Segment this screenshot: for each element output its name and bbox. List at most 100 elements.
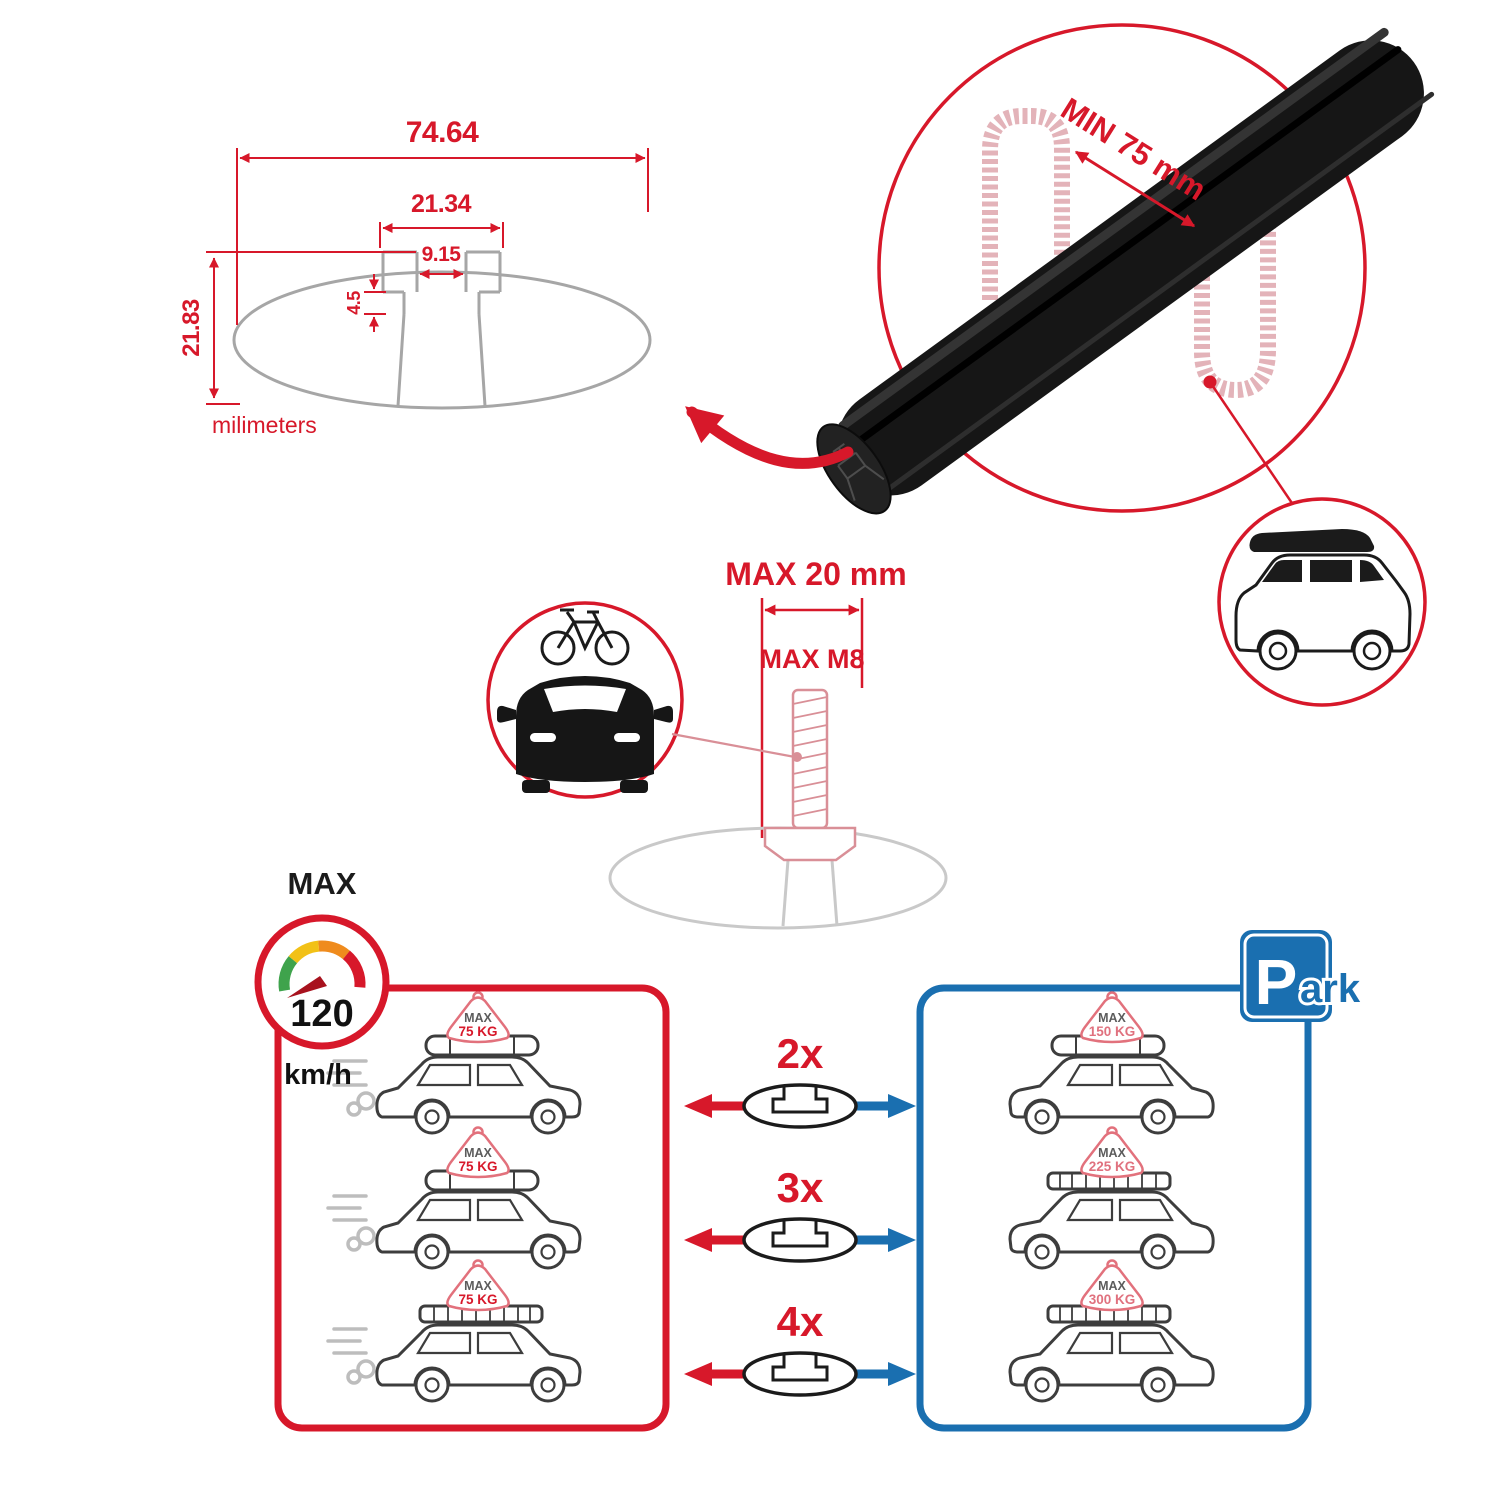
bolt-leader-dot <box>792 752 802 762</box>
t-bolt-head <box>763 826 857 862</box>
bar-count-label: 2x <box>777 1030 824 1077</box>
load-tag: MAX 150 KG <box>1080 991 1144 1044</box>
units-label: milimeters <box>212 412 317 438</box>
load-tag-value: 75 KG <box>458 1159 497 1174</box>
gauge-speed-value: 120 <box>290 993 353 1035</box>
red-arrow-head <box>684 1228 712 1252</box>
max-thread-label: MAX M8 <box>759 644 864 674</box>
gauge-arc-green <box>278 956 298 992</box>
zoom-pointer-arrow <box>685 406 854 469</box>
blue-arrow-head <box>888 1362 916 1386</box>
bicycle-icon <box>540 608 630 666</box>
load-tag: MAX 75 KG <box>446 1126 510 1179</box>
load-tag-value: 75 KG <box>458 1024 497 1039</box>
load-tag-label: MAX <box>1098 1011 1126 1025</box>
driving-car-row: MAX 75 KG <box>326 1259 582 1403</box>
load-tag-label: MAX <box>1098 1146 1126 1160</box>
load-tag-label: MAX <box>464 1279 492 1293</box>
driving-car-row: MAX 75 KG <box>326 991 582 1135</box>
bolt-dimension-lines <box>760 598 864 838</box>
crossbar-bar <box>816 27 1435 515</box>
car-wheel-right <box>620 780 648 793</box>
ghost-profile-stem <box>781 859 839 927</box>
load-tag: MAX 300 KG <box>1080 1259 1144 1312</box>
load-tag-value: 300 KG <box>1089 1292 1136 1307</box>
gauge-arc-red <box>342 950 366 988</box>
parking-sign-square <box>1240 930 1332 1022</box>
bar-count-row-4x: 4x <box>684 1298 916 1397</box>
parking-sign-letter: P <box>1255 946 1298 1018</box>
driving-car-row: MAX 75 KG <box>326 1126 582 1270</box>
parking-sign-suffix: ark <box>1300 967 1361 1011</box>
bar-end-cap <box>816 423 892 515</box>
gauge-arc-yellow <box>288 940 320 964</box>
load-tag-label: MAX <box>464 1011 492 1025</box>
bar-count-label: 3x <box>777 1164 824 1211</box>
bolt-leader-line <box>671 732 796 759</box>
u-bolt-left <box>982 108 1070 300</box>
clamp-u-bolts <box>982 108 1276 399</box>
gauge-speed-units: km/h <box>284 1059 352 1091</box>
parking-car-row: MAX 150 KG <box>1008 991 1215 1135</box>
dim-slot-outer-width: 21.34 <box>411 190 472 218</box>
dim-slot-depth: 4.5 <box>344 291 364 315</box>
dim-total-height: 21.83 <box>178 299 205 357</box>
bar-count-label: 4x <box>777 1298 824 1345</box>
bar-body <box>837 40 1424 496</box>
suv-roof-box <box>1249 529 1375 552</box>
bicycle-wheel-left <box>540 630 576 666</box>
gauge-max-label: MAX <box>288 866 357 901</box>
detail-leader-line <box>1208 381 1300 513</box>
suv-illustration <box>1234 529 1412 671</box>
car-windshield <box>544 685 626 712</box>
load-tag-value: 150 KG <box>1089 1024 1136 1039</box>
min-span-arrow <box>1074 150 1196 228</box>
blue-arrow-head <box>888 1228 916 1252</box>
bar-count-row-3x: 3x <box>684 1164 916 1263</box>
load-tag-label: MAX <box>464 1146 492 1160</box>
suv-wheel-rear-hub <box>1362 641 1382 661</box>
red-arrow-head <box>684 1094 712 1118</box>
dim-total-width: 74.64 <box>406 116 479 149</box>
t-bolt-threads <box>792 696 828 817</box>
gauge-needle <box>287 976 327 998</box>
max-width-label: MAX 20 mm <box>725 556 906 592</box>
dim-slot-inner-width: 9.15 <box>422 243 462 266</box>
bar-lower-edge <box>883 91 1435 494</box>
suv-windows <box>1262 560 1384 582</box>
suv-wheel-front-hub <box>1268 641 1288 661</box>
crossbar-section-icon <box>742 1217 858 1263</box>
bar-count-row-2x: 2x <box>684 1030 916 1129</box>
car-front-illustration <box>497 676 673 793</box>
parking-car-row: MAX 300 KG <box>1008 1259 1215 1403</box>
blue-arrow-head <box>888 1094 916 1118</box>
red-arrow-head <box>684 1362 712 1386</box>
parking-sign-border <box>1243 933 1329 1019</box>
parking-sign: P ark <box>1240 930 1364 1022</box>
car-headlight-left <box>530 733 556 742</box>
bicycle-wheel-right <box>594 630 630 666</box>
load-tag: MAX 75 KG <box>446 1259 510 1312</box>
car-headlight-right <box>614 733 640 742</box>
gauge-arc <box>278 940 366 992</box>
bar-slot-groove <box>846 46 1402 452</box>
load-tag-label: MAX <box>1098 1279 1126 1293</box>
gauge-arc-orange <box>318 940 350 960</box>
load-tag-value: 225 KG <box>1089 1159 1136 1174</box>
load-tag: MAX 225 KG <box>1080 1126 1144 1179</box>
dimension-lines <box>206 148 649 405</box>
parking-car-row: MAX 225 KG <box>1008 1126 1215 1270</box>
car-wheel-left <box>522 780 550 793</box>
bar-highlight <box>838 27 1389 431</box>
bicycle-frame <box>556 608 614 652</box>
load-tag: MAX 75 KG <box>446 991 510 1044</box>
t-bolt <box>763 688 857 862</box>
car-front-view <box>486 601 802 799</box>
load-tag-value: 75 KG <box>458 1292 497 1307</box>
